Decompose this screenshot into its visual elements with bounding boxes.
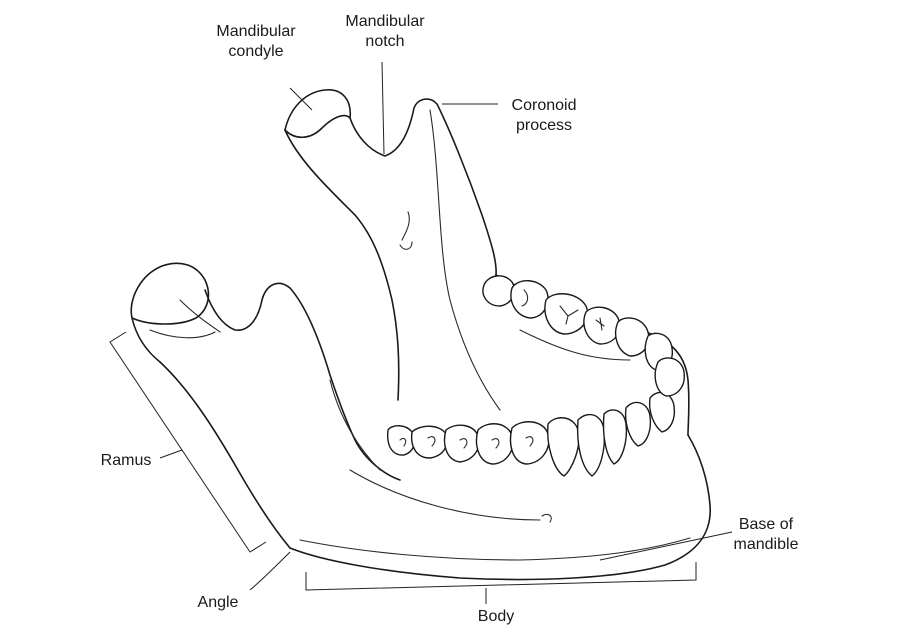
left-ramus-outline bbox=[204, 282, 401, 481]
mandible-body-outline bbox=[289, 434, 711, 581]
leader-condyle bbox=[289, 87, 313, 111]
far-teeth-row bbox=[482, 275, 685, 397]
leader-ramus bbox=[159, 449, 183, 459]
left-condyle-head bbox=[130, 262, 210, 325]
base-of-mandible-label: Base of mandible bbox=[733, 516, 799, 553]
body-label: Body bbox=[477, 608, 515, 625]
body-bracket bbox=[305, 562, 697, 591]
mandibular-notch-label: Mandibular notch bbox=[345, 13, 425, 50]
coronoid-process-label: Coronoid process bbox=[511, 97, 577, 134]
right-ramus-posterior bbox=[284, 129, 400, 401]
left-ramus-posterior bbox=[131, 317, 291, 549]
mandibular-foramen bbox=[399, 241, 413, 250]
leader-notch bbox=[381, 61, 385, 155]
oblique-line bbox=[429, 109, 501, 411]
base-of-mandible-line bbox=[299, 537, 691, 561]
right-condyle-head bbox=[284, 114, 351, 139]
ramus-label: Ramus bbox=[100, 452, 152, 469]
leader-base bbox=[599, 531, 733, 561]
mandibular-condyle-label: Mandibular condyle bbox=[216, 23, 296, 60]
leader-angle bbox=[249, 551, 291, 591]
mental-foramen bbox=[541, 513, 552, 523]
near-teeth-row bbox=[387, 391, 676, 477]
angle-label: Angle bbox=[197, 594, 239, 611]
right-ramus-outline bbox=[284, 89, 497, 276]
ramus-bracket bbox=[109, 331, 267, 553]
